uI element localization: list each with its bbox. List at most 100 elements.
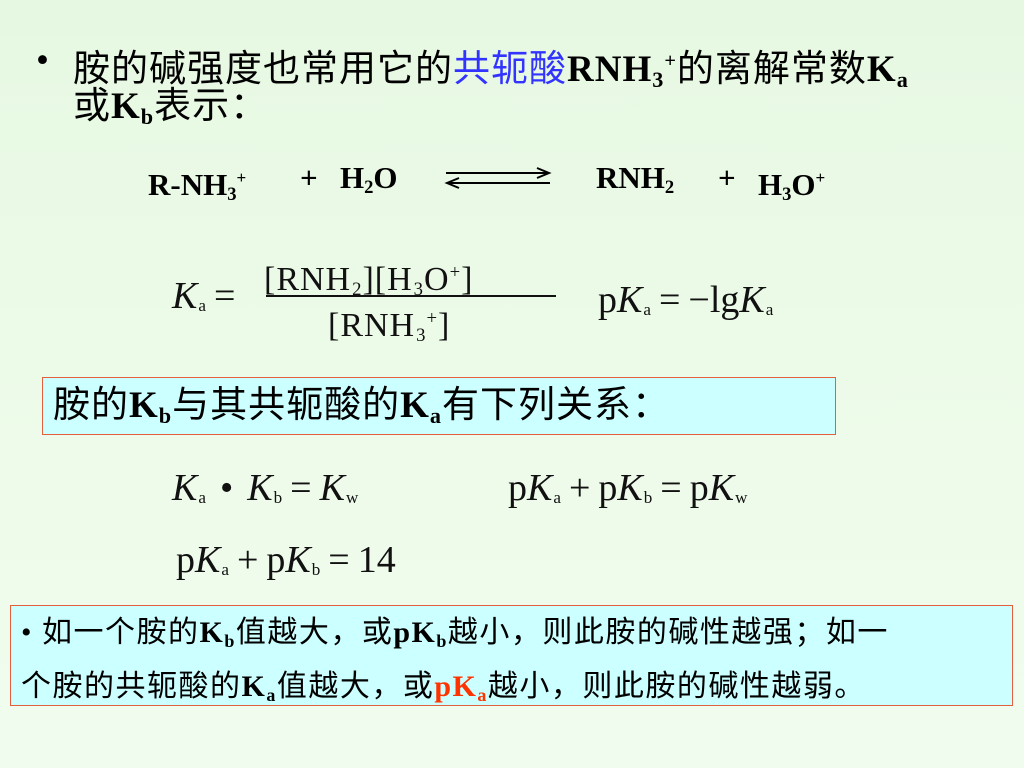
equilibrium-arrow-icon [444, 167, 552, 189]
ka-symbol-k: K [400, 385, 430, 426]
equals-sign: = [658, 279, 681, 321]
k-sub: b [643, 487, 653, 507]
product-equation: Ka•Kb=Kw [172, 466, 358, 520]
k-sub: b [273, 487, 283, 507]
denominator-part: [RNH [328, 307, 416, 345]
water-o: O [373, 160, 398, 195]
p-prefix: p [176, 539, 195, 581]
k-sub: w [735, 487, 748, 507]
ka-lhs: Ka = [172, 274, 243, 328]
numerator-part: ][H [362, 261, 413, 299]
ka-symbol: Ka [867, 49, 909, 93]
pk-sum-equation: pKa+pKb=pKw [508, 466, 747, 520]
plus-sign: + [718, 160, 736, 195]
hydronium-o: O [791, 166, 816, 202]
pkw-value: 14 [357, 539, 396, 581]
k-symbol: K [195, 539, 221, 581]
conclusion-line-2: 个胺的共轭酸的Ka值越大，或pKa越小，则此胺的碱性越弱。 [21, 664, 1002, 706]
p-prefix: p [689, 467, 709, 509]
amine-sub: 2 [664, 177, 675, 199]
equals-sign: = [290, 467, 312, 509]
pka-emphasis-pk: pK [434, 670, 478, 704]
ka-lhs-sub: a [198, 295, 206, 315]
k-symbol: K [285, 539, 311, 581]
intro-text: 或 [73, 86, 111, 127]
reactant-ammonium-base: R-NH [148, 166, 228, 202]
pka-definition: pKa=−lgKa [598, 278, 773, 332]
conclusion-text: 个胺的共轭酸的 [21, 670, 242, 704]
ka-symbol: Ka [400, 385, 442, 429]
intro-text: 的离解常数 [676, 49, 867, 91]
kb-symbol-sub: b [224, 631, 236, 652]
reactant-ammonium: R-NH3+ [148, 158, 246, 215]
k-sub: a [221, 559, 229, 579]
fraction-numerator: [RNH2][H3O+] [264, 254, 473, 309]
numerator-sub: 3 [413, 278, 424, 300]
denominator-sub: 3 [416, 324, 427, 346]
k-symbol: K [739, 279, 765, 321]
ka-lhs-k: K [172, 275, 198, 317]
equals-sign: = [213, 275, 236, 317]
k-symbol: K [617, 467, 643, 509]
reactant-water: H2O [340, 158, 398, 208]
k-symbol: K [527, 467, 553, 509]
k-sub: a [198, 487, 206, 507]
pkb-symbol-pk: pK [393, 616, 437, 649]
k-sub: a [765, 299, 774, 319]
plus-sign: + [236, 539, 259, 581]
conclusion-text: 越小，则此胺的碱性越强；如一 [447, 616, 889, 649]
fraction-bar [266, 295, 556, 297]
numerator-part: [RNH [264, 261, 352, 299]
hydronium-sub: 3 [782, 184, 792, 206]
denominator-sup: + [426, 308, 438, 329]
kb-symbol-k: K [129, 385, 159, 426]
relation-text: 有下列关系： [442, 385, 670, 426]
intro-line-2: 或Kb表示： [73, 84, 268, 140]
hydronium-sup: + [815, 168, 826, 187]
equals-sign: = [328, 539, 350, 581]
amine-base: RNH [596, 160, 665, 195]
intro-text: 胺的碱强度也常用它的 [73, 49, 453, 91]
p-prefix: p [508, 467, 527, 509]
ka-symbol-k: K [241, 670, 267, 704]
plus-sign: + [568, 467, 591, 509]
kb-symbol: Kb [129, 385, 173, 429]
plus-sign: + [300, 160, 318, 195]
k-sub: a [553, 487, 561, 507]
equals-sign: = [660, 467, 682, 509]
kb-symbol: Kb [200, 616, 236, 652]
conclusion-text: 越小，则此胺的碱性越弱。 [487, 670, 866, 704]
multiply-dot: • [219, 467, 234, 509]
ka-symbol: Ka [241, 670, 277, 705]
kb-symbol-sub: b [158, 403, 173, 429]
conjugate-acid-highlight: 共轭酸 [453, 49, 567, 91]
conclusion-bullet: • [21, 616, 34, 649]
ka-symbol-sub: a [896, 67, 909, 93]
pkb-symbol-sub: b [436, 631, 448, 652]
k-symbol: K [247, 467, 273, 509]
relation-text: 与其共轭酸的 [172, 385, 401, 426]
k-symbol: K [617, 279, 643, 321]
intro-text: 表示： [154, 86, 269, 127]
acid-formula-sup: + [664, 50, 677, 72]
fraction-denominator: [RNH3+] [328, 300, 450, 355]
pkb-symbol: pKb [393, 616, 448, 652]
pka-emphasis: pKa [434, 670, 488, 706]
numerator-sup: + [449, 262, 462, 283]
kb-symbol: Kb [111, 86, 155, 130]
k-symbol: K [319, 467, 345, 509]
water-h: H [340, 160, 365, 195]
acid-formula-sub: 3 [652, 67, 665, 93]
p-prefix: p [598, 279, 617, 321]
pka-emphasis-sub: a [477, 685, 488, 706]
conclusion-line-1: • 如一个胺的Kb值越大，或pKb越小，则此胺的碱性越强；如一 [21, 610, 1002, 664]
kb-symbol-sub: b [140, 104, 155, 130]
k-sub: w [345, 487, 359, 507]
acid-formula-base: RNH [567, 49, 653, 91]
ka-symbol-sub: a [429, 403, 442, 429]
conclusion-text: 如一个胺的 [33, 616, 200, 649]
kb-symbol-k: K [111, 86, 141, 127]
numerator-sub: 2 [352, 278, 363, 300]
conclusion-callout-box: • 如一个胺的Kb值越大，或pKb越小，则此胺的碱性越强；如一 个胺的共轭酸的K… [10, 605, 1013, 706]
denominator-part: ] [438, 307, 451, 345]
